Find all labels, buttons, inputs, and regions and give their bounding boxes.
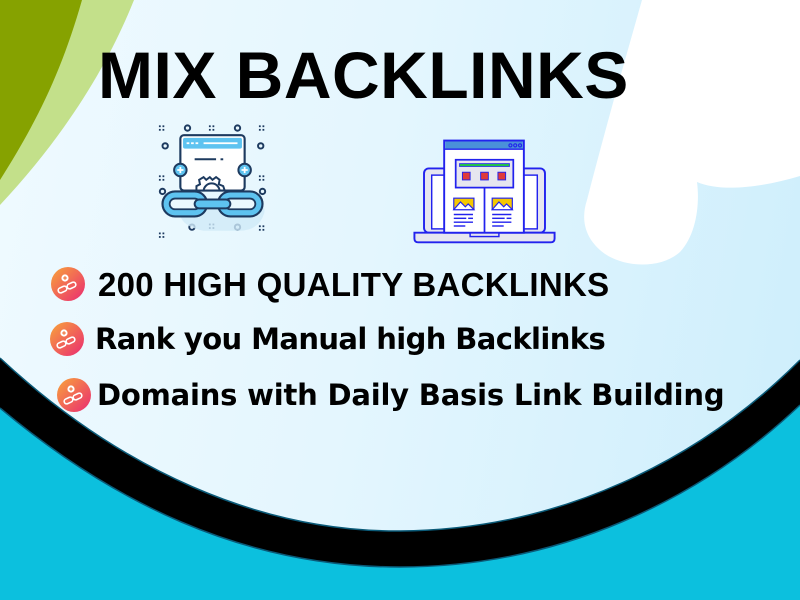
feature-bullet: Domains with Daily Basis Link Building xyxy=(56,377,725,413)
chain-link-settings-icon xyxy=(158,124,267,238)
dot-grid-icon xyxy=(158,125,165,131)
bullet-text: 200 HIGH QUALITY BACKLINKS xyxy=(98,265,610,303)
bullet-text: Rank you Manual high Backlinks xyxy=(95,321,606,356)
black-band xyxy=(0,358,800,567)
link-add-icon xyxy=(50,322,84,356)
link-add-icon xyxy=(51,267,85,301)
laptop-webpage-icon xyxy=(413,139,556,244)
green-wedge-dark xyxy=(0,0,82,180)
footer-cyan xyxy=(0,405,800,600)
link-add-icon xyxy=(57,378,91,412)
feature-bullet: 200 HIGH QUALITY BACKLINKS xyxy=(50,266,609,302)
band-edge-top xyxy=(0,357,800,532)
page-title: MIX BACKLINKS xyxy=(98,38,629,112)
band-edge-bottom xyxy=(0,404,800,568)
feature-bullet: Rank you Manual high Backlinks xyxy=(49,321,606,357)
white-cloud-shape xyxy=(584,0,800,265)
bullet-text: Domains with Daily Basis Link Building xyxy=(97,377,725,412)
